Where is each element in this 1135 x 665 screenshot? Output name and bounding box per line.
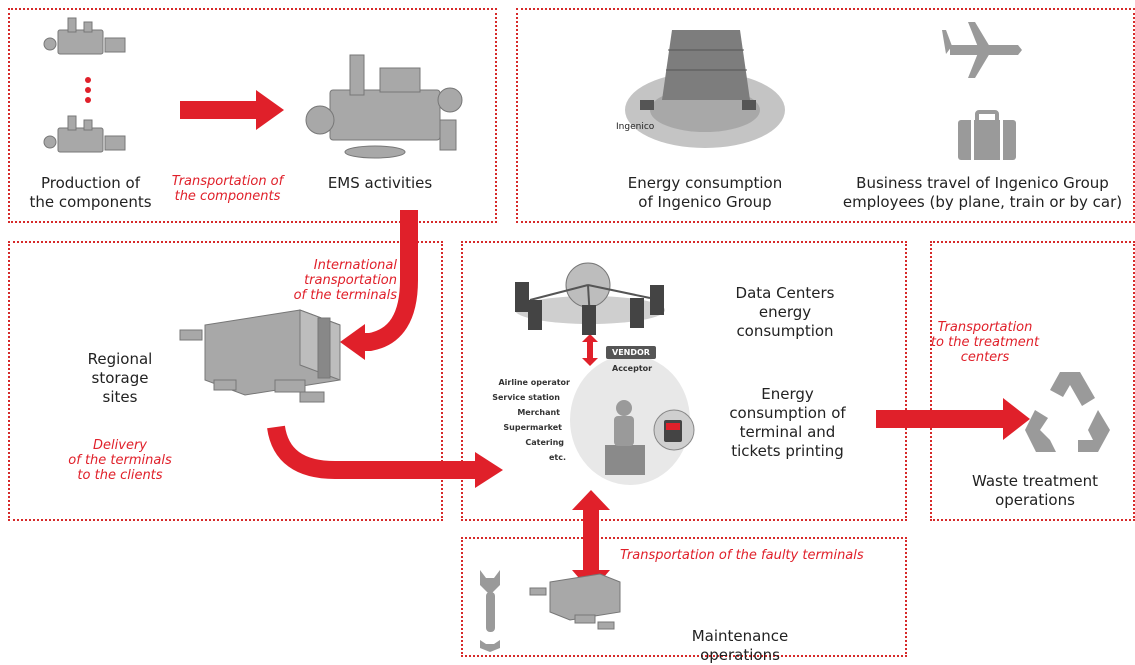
merchant-item-catering: Catering — [525, 438, 564, 447]
merchant-item-etc: etc. — [548, 453, 566, 462]
transport-treatment-label: Transportation to the treatment centers — [930, 320, 1040, 365]
waste-label: Waste treatment operations — [971, 472, 1098, 509]
maintenance-label: Maintenance operations — [691, 627, 789, 664]
factory-icon — [43, 17, 126, 55]
arrow-vendor-double — [582, 334, 598, 366]
waste-box — [930, 241, 1135, 521]
regional-storage-label: Regional storage sites — [87, 350, 153, 406]
energy-terminal-label: Energy consumption of terminal and ticke… — [729, 385, 846, 460]
faulty-transport-label: Transportation of the faulty terminals — [620, 548, 864, 563]
ems-label: EMS activities — [327, 174, 433, 192]
airplane-icon — [942, 22, 1022, 78]
merchant-item-merchant: Merchant — [517, 408, 560, 417]
building-icon — [625, 30, 785, 148]
merchant-item-airline: Airline operator — [498, 378, 570, 387]
warehouse-icon — [179, 309, 341, 403]
group-box — [516, 8, 1135, 223]
merchant-item-service-station: Service station — [492, 393, 560, 402]
wrench-icon — [480, 570, 500, 652]
production-box — [8, 8, 497, 223]
arrow-storage-to-usage — [267, 425, 503, 488]
arrow-usage-to-waste — [876, 398, 1030, 440]
production-label: Production of the components — [29, 174, 152, 211]
vendor-badge: VENDOR — [606, 346, 656, 359]
business-travel-label: Business travel of Ingenico Group employ… — [842, 174, 1123, 211]
transport-components-label: Transportation of the components — [171, 174, 284, 204]
ingenico-logo-text: Ingenico — [616, 122, 655, 132]
recycle-icon — [1025, 372, 1110, 452]
delivery-label: Delivery of the terminals to the clients — [68, 438, 172, 483]
intl-transport-label: International transportation of the term… — [293, 258, 397, 303]
suitcase-icon — [958, 110, 1016, 160]
usage-box — [461, 241, 907, 521]
warehouse-icon — [529, 573, 621, 630]
terminal-icon — [570, 355, 695, 485]
storage-box — [8, 241, 443, 521]
merchant-item-supermarket: Supermarket — [503, 423, 562, 432]
plant-icon — [305, 54, 463, 159]
factory-icon — [43, 115, 126, 153]
maintenance-box — [461, 537, 907, 657]
arrow-ems-to-storage — [340, 210, 418, 360]
acceptor-label: Acceptor — [612, 364, 653, 373]
arrow-production-to-ems — [180, 90, 284, 130]
energy-group-label: Energy consumption of Ingenico Group — [627, 174, 783, 211]
data-centers-label: Data Centers energy consumption — [735, 284, 835, 340]
globe-network-icon — [515, 262, 665, 335]
